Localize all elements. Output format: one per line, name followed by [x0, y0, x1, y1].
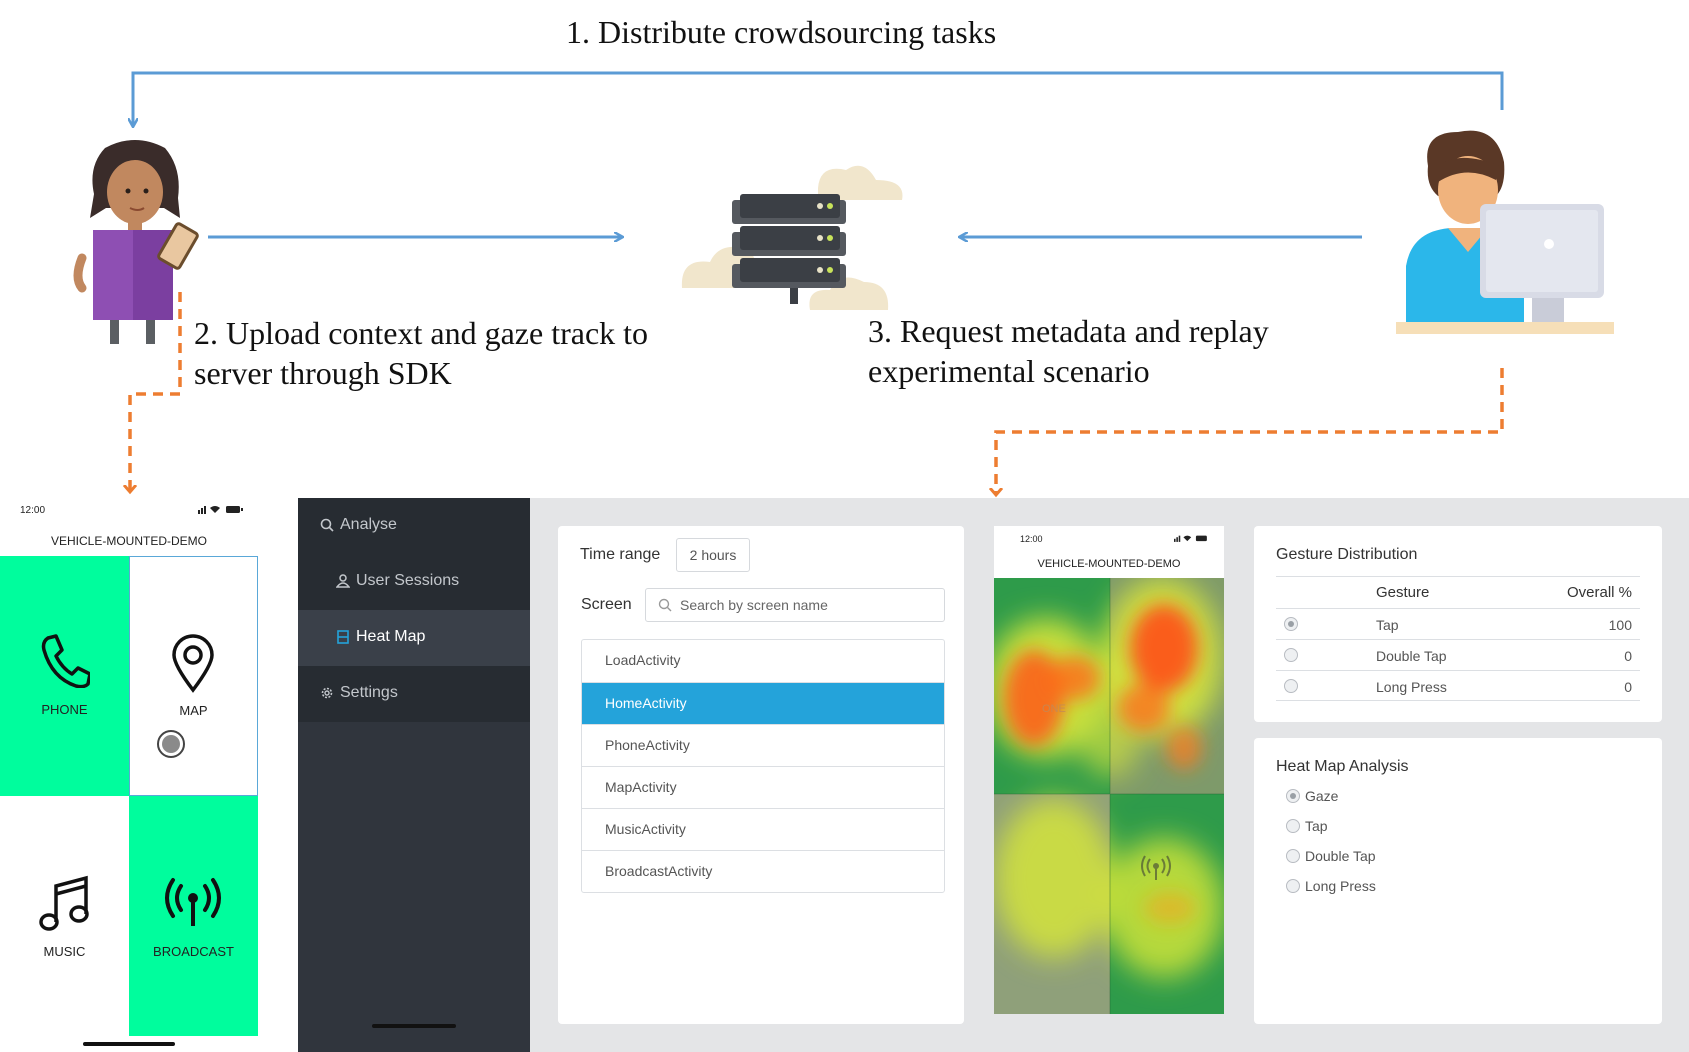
screen-search-input[interactable]: Search by screen name — [645, 588, 945, 622]
map-tile-label: MAP — [179, 703, 208, 718]
option-radio[interactable] — [1286, 879, 1300, 893]
gear-icon — [321, 687, 333, 699]
analysis-dashboard: Analyse User Sessions Heat Map Settings … — [298, 498, 1689, 1052]
time-range-button[interactable]: 2 hours — [676, 538, 750, 572]
preview-app-title: VEHICLE-MOUNTED-DEMO — [1037, 558, 1181, 570]
researcher-at-computer-icon — [1396, 130, 1614, 334]
gesture-name: Long Press — [1376, 679, 1447, 695]
option-label: Tap — [1305, 818, 1328, 834]
home-indicator — [83, 1042, 175, 1046]
overall-col-header: Overall % — [1566, 584, 1632, 601]
nav-heat-map[interactable]: Heat Map — [298, 610, 530, 666]
status-time: 12:00 — [20, 505, 46, 516]
gaze-point-icon — [157, 730, 185, 758]
option-radio[interactable] — [1286, 849, 1300, 863]
server-stack-cloud-icon — [681, 165, 903, 310]
gesture-radio[interactable] — [1284, 648, 1298, 662]
heatmap-analysis-title: Heat Map Analysis — [1276, 758, 1409, 775]
filter-card: Time range 2 hours Screen Search by scre… — [558, 526, 964, 1024]
sidebar: Analyse User Sessions Heat Map Settings — [298, 498, 530, 1052]
table-row[interactable]: Double Tap 0 — [1276, 639, 1640, 670]
gesture-col-header: Gesture — [1376, 584, 1430, 601]
phone-screen: 12:00 VEHICLE-MOUNTED-DEMO PHONE MAP — [0, 496, 258, 1052]
nav-settings[interactable]: Settings — [298, 666, 530, 722]
gesture-title: Gesture Distribution — [1276, 546, 1418, 563]
nav-settings-label: Settings — [340, 684, 398, 701]
option-radio[interactable] — [1286, 819, 1300, 833]
preview-faint-label: ONE — [1042, 703, 1066, 715]
search-icon — [658, 598, 672, 612]
nav-analyse[interactable]: Analyse — [298, 498, 530, 554]
user-icon — [336, 574, 350, 588]
gesture-radio[interactable] — [1284, 679, 1298, 693]
preview-status-time: 12:00 — [1020, 534, 1043, 544]
gesture-distribution-card: Gesture Distribution Gesture Overall % T… — [1254, 526, 1662, 722]
app-title: VEHICLE-MOUNTED-DEMO — [50, 534, 207, 548]
map-tile[interactable]: MAP — [129, 556, 258, 796]
gesture-table: Gesture Overall % Tap 100 Double Tap 0 L… — [1276, 576, 1640, 701]
activity-item[interactable]: MapActivity — [582, 766, 944, 808]
activity-item[interactable]: LoadActivity — [605, 652, 681, 668]
preview-home-indicator — [372, 1024, 456, 1028]
broadcast-icon — [165, 878, 221, 926]
broadcast-tile[interactable]: BROADCAST — [129, 796, 258, 1036]
phone-tile-label: PHONE — [41, 702, 88, 717]
gesture-radio[interactable] — [1284, 617, 1298, 631]
gesture-value: 0 — [1624, 648, 1632, 664]
gesture-value: 100 — [1608, 617, 1632, 633]
heatmap-analysis-card: Heat Map Analysis Gaze Tap Double Tap Lo… — [1254, 738, 1662, 1024]
activity-item[interactable]: MusicActivity — [582, 808, 944, 850]
signal-wifi-battery-icon — [198, 506, 243, 514]
step-2-label: 2. Upload context and gaze track to serv… — [194, 315, 649, 391]
participant-with-phone-icon — [73, 140, 199, 344]
screen-label: Screen — [581, 596, 632, 613]
status-bar: 12:00 — [0, 496, 258, 518]
gesture-name: Tap — [1376, 617, 1399, 633]
option-radio[interactable] — [1286, 789, 1300, 803]
nav-user-sessions-label: User Sessions — [356, 572, 460, 589]
phone-tile[interactable]: PHONE — [0, 556, 129, 796]
activity-list: LoadActivity HomeActivity PhoneActivity … — [581, 639, 945, 893]
option-label: Long Press — [1305, 878, 1376, 894]
gesture-value: 0 — [1624, 679, 1632, 695]
music-tile[interactable]: MUSIC — [0, 796, 129, 1036]
option-label: Double Tap — [1305, 848, 1376, 864]
gesture-name: Double Tap — [1376, 648, 1447, 664]
activity-item[interactable]: BroadcastActivity — [582, 850, 944, 892]
signal-wifi-battery-icon — [1174, 535, 1207, 542]
table-row[interactable]: Long Press 0 — [1276, 670, 1640, 701]
phone-replay-arrow — [130, 292, 182, 492]
heatmap-icon — [337, 630, 349, 644]
gesture-table-header: Gesture Overall % — [1276, 576, 1640, 608]
heatmap-preview: 12:00 VEHICLE-MOUNTED-DEMO — [994, 526, 1224, 1014]
broadcast-tile-label: BROADCAST — [153, 944, 234, 959]
activity-item-selected[interactable]: HomeActivity — [582, 682, 944, 724]
nav-analyse-label: Analyse — [340, 516, 397, 533]
step-1-label: 1. Distribute crowdsourcing tasks — [566, 14, 997, 50]
broadcast-icon — [1141, 855, 1171, 880]
table-row[interactable]: Tap 100 — [1276, 608, 1640, 639]
search-placeholder: Search by screen name — [680, 597, 828, 613]
option-label: Gaze — [1305, 788, 1339, 804]
music-note-icon — [39, 875, 89, 931]
time-range-label: Time range — [580, 546, 661, 563]
music-tile-label: MUSIC — [43, 944, 86, 959]
search-icon — [320, 518, 334, 532]
nav-user-sessions[interactable]: User Sessions — [298, 554, 530, 610]
activity-item[interactable]: PhoneActivity — [582, 724, 944, 766]
map-pin-icon — [172, 634, 214, 693]
gaze-heatmap: ONE — [994, 578, 1224, 1014]
step-3-label: 3. Request metadata and replay experimen… — [868, 313, 1269, 389]
phone-icon — [41, 634, 90, 688]
nav-heat-map-label: Heat Map — [356, 628, 426, 645]
distribute-arrow — [133, 71, 1504, 126]
dashboard-replay-arrow — [996, 368, 1504, 495]
